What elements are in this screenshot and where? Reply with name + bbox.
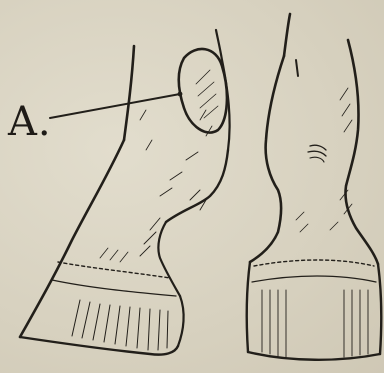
callout-leader-line (50, 94, 180, 118)
right-leg-front-view (247, 14, 382, 360)
callout-label: A. (8, 102, 52, 142)
callout-oval (179, 49, 227, 133)
callout-dot (178, 92, 183, 97)
left-leg-side-view (20, 30, 230, 355)
